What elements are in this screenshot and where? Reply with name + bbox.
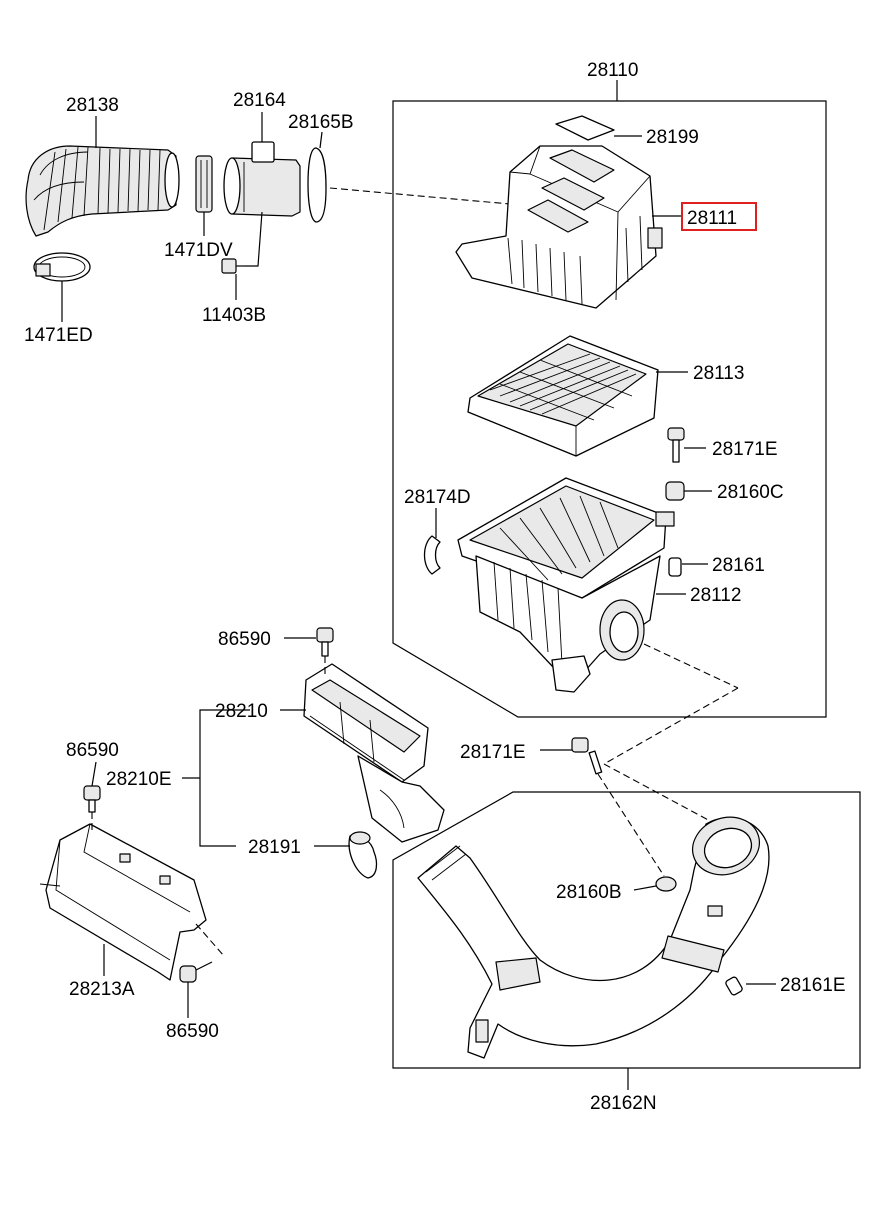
resonator-hose-28138 [25,145,180,237]
label-28161[interactable]: 28161 [712,555,765,576]
dash-hose-outlet [603,763,713,823]
dash-gasket-to-cover [329,187,511,205]
dash-shield-bolt [195,923,225,957]
label-28112[interactable]: 28112 [690,585,741,606]
label-1471DV[interactable]: 1471DV [164,240,233,261]
grommet-28160B [655,876,677,892]
intake-hose-28162N [417,816,770,1059]
label-28210[interactable]: 28210 [215,701,268,722]
label-28160C[interactable]: 28160C [717,482,784,503]
label-28113[interactable]: 28113 [693,363,744,384]
label-1471ED[interactable]: 1471ED [24,325,93,346]
label-28160B[interactable]: 28160B [556,882,622,903]
intake-hose-assembly-frame [392,791,861,1069]
air-guide-28213A [39,823,207,981]
bolt-86590-duct [316,627,334,657]
label-28213A[interactable]: 28213A [69,979,135,1000]
label-28165B[interactable]: 28165B [288,112,354,133]
label-28199[interactable]: 28199 [646,127,699,148]
collar-28161E [725,976,743,996]
label-11403B[interactable]: 11403B [202,305,266,326]
label-28138[interactable]: 28138 [66,95,119,116]
label-86590-shield-lower[interactable]: 86590 [166,1021,219,1042]
air-duct-28210 [303,663,445,843]
bolt-28171E-upper [667,427,685,463]
leader-11403B [244,211,263,267]
collar-28161 [668,557,682,577]
label-28210E[interactable]: 28210E [106,769,172,790]
label-28161E[interactable]: 28161E [780,975,846,996]
label-28191[interactable]: 28191 [248,837,301,858]
dash-28171E-lower [597,773,665,877]
label-28171E-upper[interactable]: 28171E [712,439,778,460]
leader-86590-shield-upper [91,761,97,787]
label-pad-28199 [555,115,615,141]
label-28111[interactable]: 28111 [687,208,737,229]
bolt-28171E-lower [571,737,603,775]
hose-clamp-1471ED [33,252,91,282]
highlight-box-28111 [681,202,757,231]
label-28162N[interactable]: 28162N [590,1093,657,1114]
bolt-11403B [221,258,244,274]
air-cleaner-assembly-frame [392,100,827,718]
grommet-28160C [665,481,685,501]
air-cleaner-body-28112 [457,477,675,693]
label-86590-duct[interactable]: 86590 [218,629,271,650]
label-86590-shield-upper[interactable]: 86590 [66,740,119,761]
grommet-28191 [348,831,378,879]
air-cleaner-cover-28111 [455,145,663,309]
gasket-28165B [307,147,327,223]
clip-28174D [423,535,441,575]
air-flow-sensor-28164 [223,141,301,217]
bolt-86590-shield-upper [83,785,101,813]
label-28164[interactable]: 28164 [233,90,286,111]
clip-1471DV [195,155,213,213]
dash-body-outlet [643,643,739,689]
filter-element-28113 [467,335,659,457]
label-28174D[interactable]: 28174D [404,487,471,508]
label-28171E-lower[interactable]: 28171E [460,742,526,763]
bracket-28210E [199,709,250,847]
leader-28165B [319,131,323,149]
leader-28160B [633,885,657,891]
bolt-86590-shield-lower [179,961,213,983]
dash-body-outlet-2 [603,687,739,765]
label-28110[interactable]: 28110 [587,60,638,81]
